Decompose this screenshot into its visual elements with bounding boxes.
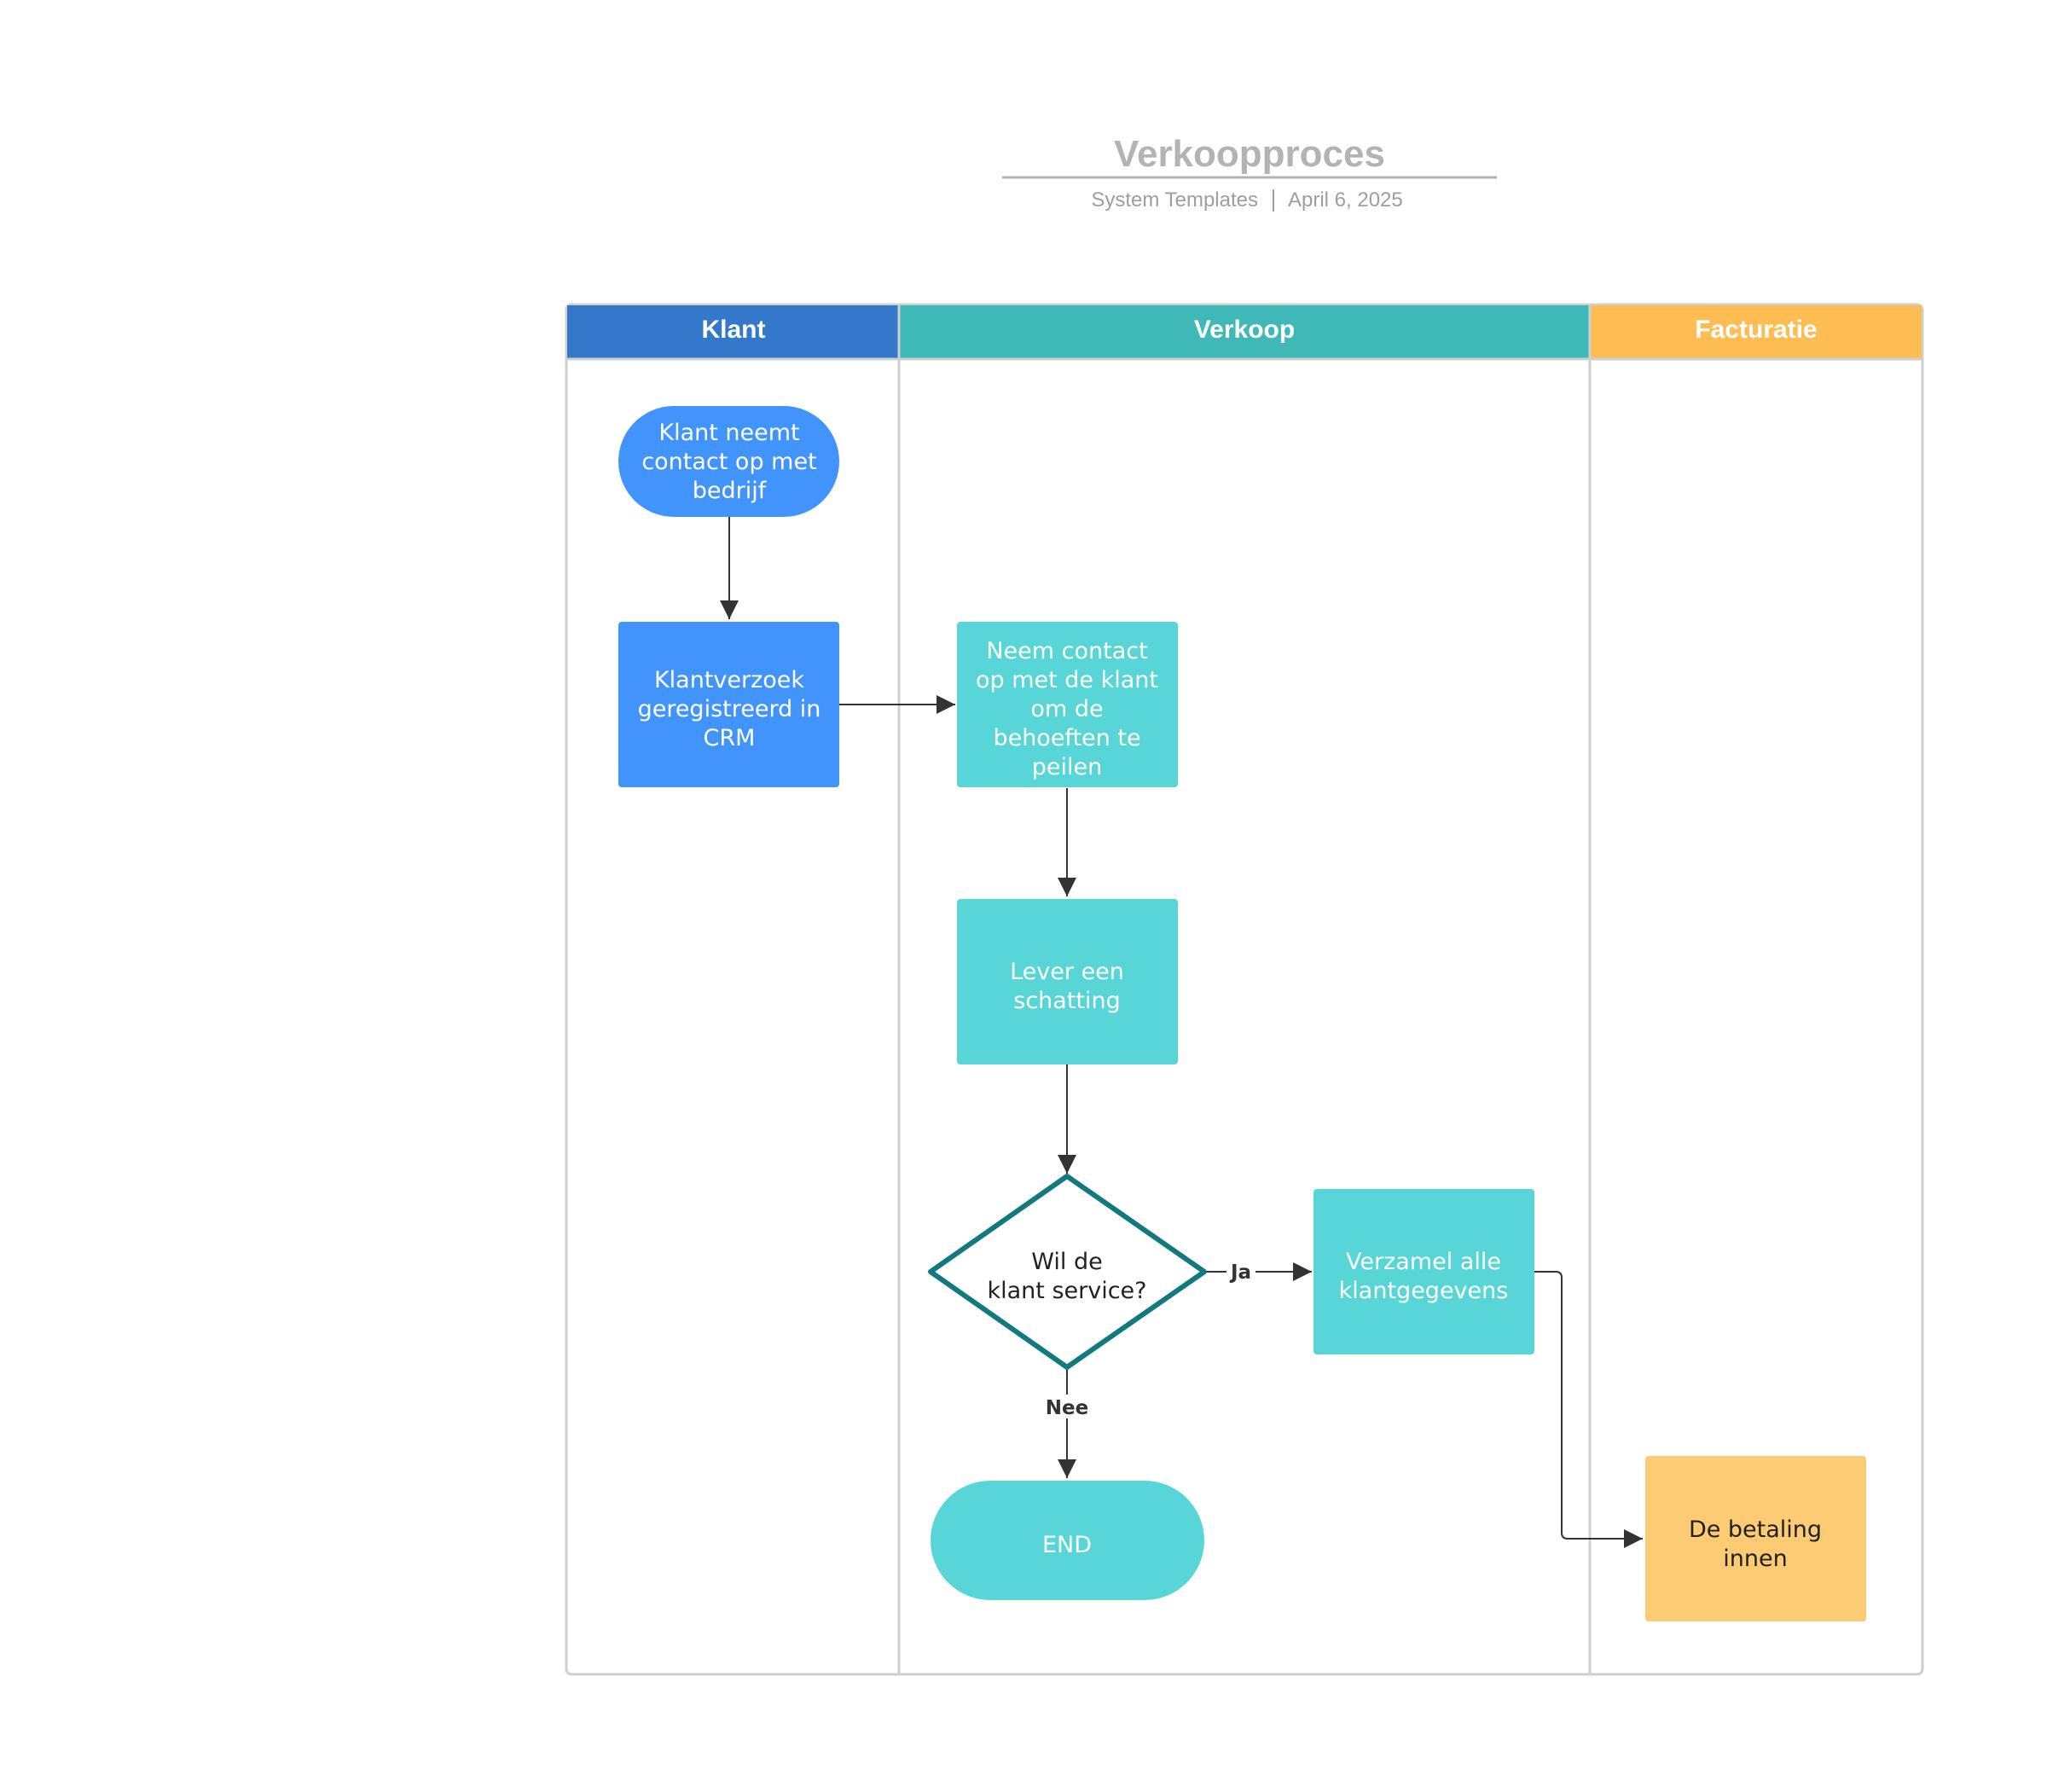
node-end-label: END: [1042, 1532, 1092, 1558]
terminator-shape: [931, 1481, 1204, 1600]
node-estimate[interactable]: Lever een schatting: [957, 899, 1178, 1064]
edge-labels: Ja Nee: [1045, 1261, 1255, 1419]
terminator-shape: [618, 406, 839, 517]
node-label-line: peilen: [1032, 754, 1102, 780]
node-label-line: contact op met: [641, 449, 816, 475]
node-contact[interactable]: Neem contact op met de klant om de behoefte…: [957, 622, 1178, 787]
node-contact-label: Neem contact op met de klant om de behoefte…: [976, 638, 1158, 780]
node-crm-label: Klantverzoek geregistreerd in CRM: [638, 667, 821, 751]
node-label-line: De betaling: [1689, 1517, 1822, 1543]
node-crm[interactable]: Klantverzoek geregistreerd in CRM: [618, 622, 839, 787]
date-label: April 6, 2025: [1288, 188, 1403, 212]
process-shape: [957, 622, 1178, 787]
lane-title-verkoop: Verkoop: [1194, 316, 1295, 344]
node-label-line: innen: [1723, 1546, 1787, 1572]
node-label-line: Wil de: [1031, 1249, 1102, 1275]
node-label-line: END: [1042, 1532, 1092, 1558]
document-header: Verkoopproces System Templates April 6, …: [1002, 133, 1497, 212]
page-title: Verkoopproces: [1114, 133, 1385, 175]
edge-label-nee-bg: [1045, 1395, 1089, 1418]
edge-label-ja-bg: [1226, 1261, 1255, 1283]
node-decision-label: Wil de klant service?: [987, 1249, 1146, 1304]
process-shape: [1313, 1189, 1534, 1354]
lane-header-klant: [567, 305, 899, 359]
node-label-line: Klantverzoek: [654, 667, 804, 693]
node-gather[interactable]: Verzamel alle klantgegevens: [1313, 1189, 1534, 1354]
node-start-label: Klant neemt contact op met bedrijf: [641, 420, 816, 504]
lane-header-verkoop: [899, 305, 1590, 359]
node-label-line: klantgegevens: [1339, 1278, 1509, 1304]
node-label-line: op met de klant: [976, 667, 1158, 693]
lane-title-facturatie: Facturatie: [1695, 316, 1817, 344]
connector-gather-to-payment: [1534, 1271, 1643, 1548]
node-label-line: bedrijf: [693, 478, 768, 504]
node-label-line: geregistreerd in: [638, 696, 821, 722]
node-end[interactable]: END: [931, 1481, 1204, 1600]
node-label-line: Neem contact: [986, 638, 1147, 664]
edge-label-ja: Ja: [1229, 1261, 1251, 1284]
nodes: Klant neemt contact op met bedrijf Klantve…: [618, 406, 1866, 1621]
node-label-line: behoeften te: [993, 725, 1140, 751]
lane-outer-border: [565, 303, 1924, 1676]
connectors: [720, 517, 1643, 1548]
lane-title-klant: Klant: [702, 316, 766, 344]
lane-header-facturatie: [1590, 305, 1922, 359]
process-shape: [1645, 1456, 1866, 1621]
process-shape: [957, 899, 1178, 1064]
node-payment-label: De betaling innen: [1689, 1517, 1822, 1572]
node-start[interactable]: Klant neemt contact op met bedrijf: [618, 406, 839, 517]
node-label-line: schatting: [1013, 988, 1121, 1014]
node-payment[interactable]: De betaling innen: [1645, 1456, 1866, 1621]
process-shape: [618, 622, 839, 787]
node-label-line: klant service?: [987, 1278, 1146, 1304]
swimlane-container: Klant Verkoop Facturatie: [565, 303, 1924, 1676]
node-label-line: Lever een: [1010, 959, 1124, 985]
decision-shape: [928, 1174, 1207, 1370]
node-label-line: om de: [1030, 696, 1103, 722]
node-label-line: CRM: [704, 725, 756, 751]
node-gather-label: Verzamel alle klantgegevens: [1339, 1249, 1509, 1304]
node-label-line: Klant neemt: [658, 420, 799, 446]
node-estimate-label: Lever een schatting: [1010, 959, 1124, 1014]
node-label-line: Verzamel alle: [1346, 1249, 1501, 1275]
node-decision[interactable]: Wil de klant service?: [928, 1174, 1207, 1370]
edge-label-nee: Nee: [1046, 1397, 1088, 1419]
author-label: System Templates: [1091, 188, 1258, 212]
